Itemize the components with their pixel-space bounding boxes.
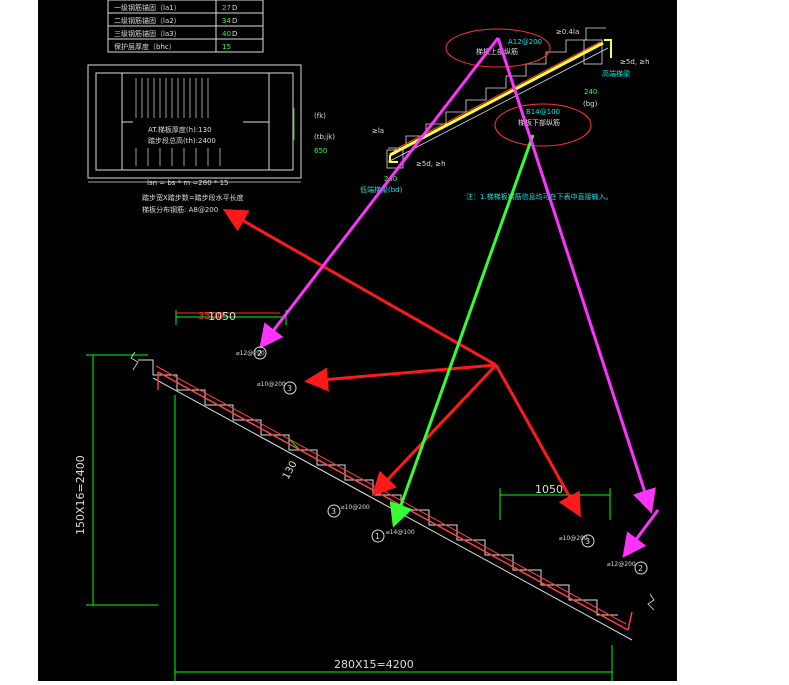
bottom-bar-spec: B14@100: [526, 108, 560, 116]
marker-1: 1: [375, 532, 380, 541]
dim-top-red: 3500: [198, 311, 223, 322]
anchor-bottom-label: ≥la: [372, 127, 384, 135]
bottom-bar-ellipse: [494, 103, 592, 147]
bar2-bottom-label: ⌀12@200: [607, 561, 636, 568]
top-bar-spec: A12@200: [508, 38, 542, 46]
annotation-arrows: [222, 37, 660, 558]
cad-canvas: 一级钢筋锚固（la1） 27 D 二级钢筋锚固（la2） 34 D 三级钢筋锚固…: [38, 0, 677, 681]
dim-650: 650: [314, 147, 327, 155]
marker-2-top: 2: [257, 349, 262, 358]
plan-label-bg: [133, 120, 243, 148]
step-height-label: 踏步段总高(th):2400: [148, 136, 216, 145]
table-row-label: 一级钢筋锚固（la1）: [114, 3, 181, 12]
lsn-label: lsn = bs * m =280 * 15: [147, 179, 229, 187]
fk-label: (fk): [314, 112, 326, 120]
table-row-value: 27: [222, 4, 231, 12]
tbjk-label: (tb;jk): [314, 133, 335, 141]
anchor-table: 一级钢筋锚固（la1） 27 D 二级钢筋锚固（la2） 34 D 三级钢筋锚固…: [107, 0, 264, 53]
slab-thickness-dim: 130: [281, 459, 300, 481]
marker-3-top: 3: [287, 384, 292, 393]
dim-vertical: 150X16=2400: [74, 455, 87, 535]
bg-label: (bg): [583, 100, 598, 108]
marker-2-bottom: 2: [638, 564, 643, 573]
table-row-value: 34: [222, 17, 231, 25]
table-row-label: 三级钢筋锚固（la3）: [114, 29, 181, 38]
table-row-unit: D: [232, 30, 237, 38]
marker-3-right: 3: [585, 537, 590, 546]
note-text: 注：1.梯梯板钢筋信息均可在下表中直接输入。: [466, 192, 613, 201]
stair-detail: [86, 37, 660, 681]
bar1-label: ⌀14@100: [386, 529, 415, 536]
stair-drawing: 一级钢筋锚固（la1） 27 D 二级钢筋锚固（la2） 34 D 三级钢筋锚固…: [74, 0, 660, 681]
dim-240-top: 240: [584, 88, 597, 96]
bar3-right-label: ⌀10@200: [559, 535, 588, 542]
marker-3-left: 3: [331, 507, 336, 516]
anchor-top-label: ≥0.4la: [556, 28, 579, 36]
bottom-bar-label: 梯板下部纵筋: [518, 118, 560, 127]
stair-width-label: 踏步宽X踏步数=踏步段水平长度: [142, 193, 244, 202]
top-bar-ellipse: [445, 28, 551, 68]
anchor-bottom2-label: ≥5d, ≥h: [416, 160, 446, 168]
dim-bottom: 280X15=4200: [334, 658, 414, 671]
high-beam-label: 高端梯梁: [602, 69, 630, 78]
table-row-label: 二级钢筋锚固（la2）: [114, 16, 181, 25]
table-row-unit: D: [232, 4, 237, 12]
bar3-left-label: ⌀10@200: [341, 504, 370, 511]
top-bar-label: 梯板上部纵筋: [476, 47, 518, 56]
table-row-label: 保护层厚度（bhc）: [114, 42, 176, 51]
distribution-bar-label: 梯板分布钢筋: A8@200: [142, 205, 218, 214]
dim-right-1050: 1050: [535, 483, 563, 496]
slab-section: [386, 27, 612, 169]
anchor-top2-label: ≥5d, ≥h: [620, 58, 650, 66]
table-row-value: 15: [222, 43, 231, 51]
bar2-top-label: ⌀12@200: [236, 350, 265, 357]
dim-top-1050: 1050: [208, 310, 236, 323]
slab-thickness-label: AT.梯板厚度(h):130: [148, 125, 212, 134]
table-row-value: 40: [222, 30, 231, 38]
bar3-top-label: ⌀10@200: [257, 381, 286, 388]
table-row-unit: D: [232, 17, 237, 25]
